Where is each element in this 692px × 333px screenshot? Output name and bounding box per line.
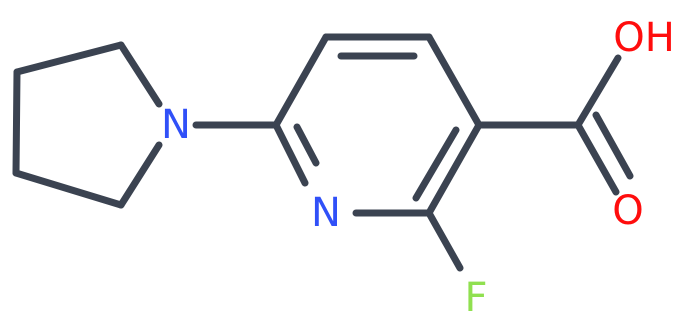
bond-pyridine-n1-c6	[272, 121, 309, 187]
bond-carboxyl-c-o-double-a	[574, 121, 620, 196]
bond-c2-fluorine	[425, 209, 464, 272]
bond-pyrrolidine-c3-c4	[12, 68, 21, 177]
bond-carboxyl-c-o-double-b	[592, 111, 634, 180]
pyridine-nitrogen-label: N	[311, 190, 341, 236]
bond-pyridine-n1-c6-inner	[293, 123, 320, 167]
bond-carboxyl-c-oh	[574, 54, 622, 129]
bond-pyrrolidine-c4-c5	[12, 169, 125, 209]
bond-pyridine-c3-c2	[425, 121, 483, 217]
hydroxyl-label: OH	[613, 15, 675, 61]
bond-pyrrolidine-c2-c3	[13, 41, 125, 76]
pyrrolidine-nitrogen-label: N	[161, 102, 191, 148]
pyrrolidine-ring	[12, 41, 163, 209]
bond-pyrrolidine-c5-n	[117, 141, 163, 209]
bond-pyrrolidine-n-c2	[117, 41, 163, 108]
pyridine-ring	[272, 33, 483, 217]
carbonyl-oxygen-label: O	[612, 188, 643, 234]
bond-pyridine-c4-c3	[425, 33, 483, 129]
bond-pyridine-c3-c2-inner	[412, 126, 460, 202]
bond-pyridine-c6-c5	[272, 33, 330, 129]
fluorine-label: F	[464, 275, 487, 321]
